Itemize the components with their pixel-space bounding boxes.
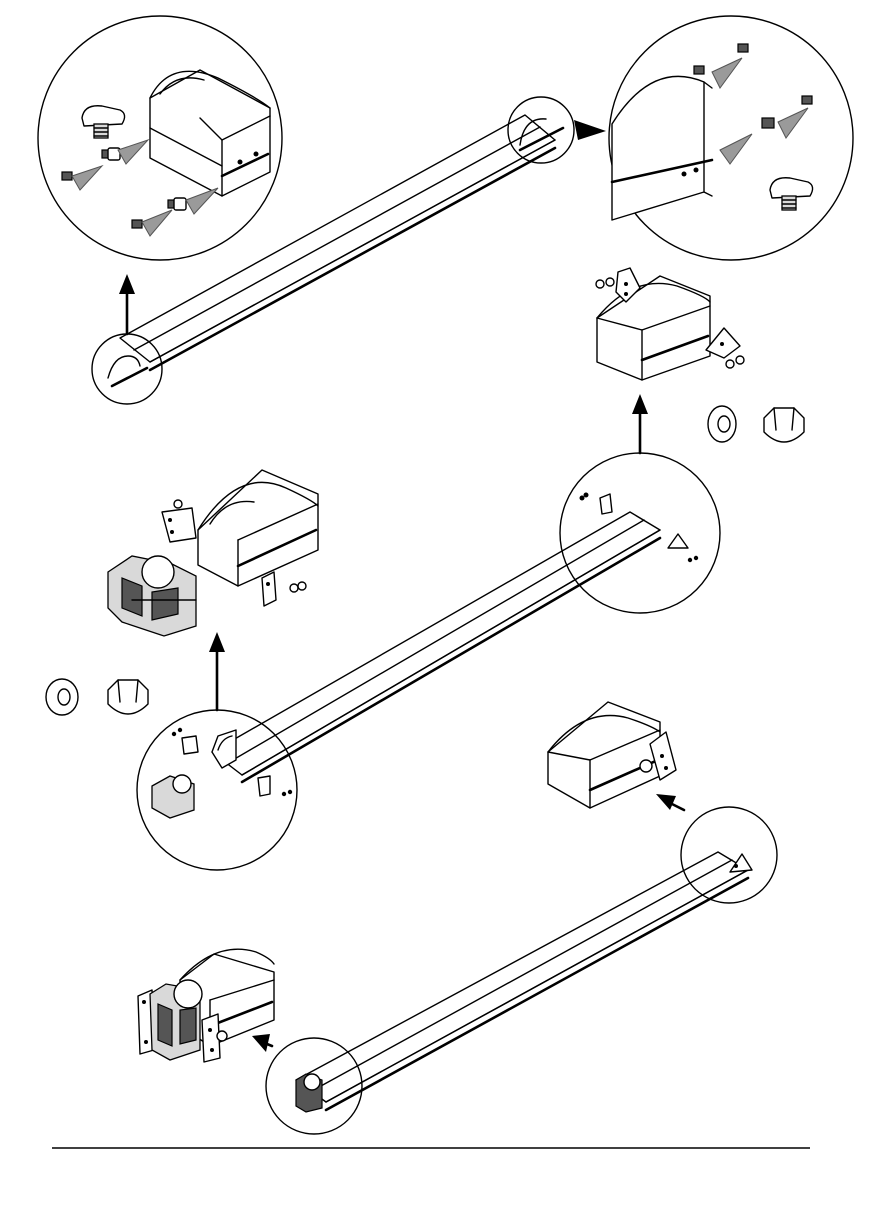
step-3-arrow-upper xyxy=(656,794,684,810)
rail-end-with-brackets-top xyxy=(596,268,744,380)
washer-icon xyxy=(708,406,736,442)
step-3-rail xyxy=(296,852,748,1110)
zoom-circle-rail-end-left xyxy=(38,16,282,260)
cap-nut-icon-left xyxy=(108,680,148,714)
zoom-circle-rail-end-right xyxy=(609,16,853,260)
rail-end-with-clamp-block-bottom xyxy=(138,949,274,1062)
step-2-up-arrow-left xyxy=(209,632,225,710)
washer-icon-left xyxy=(46,679,78,715)
step-2-up-arrow-right xyxy=(632,394,648,453)
cap-nut-icon xyxy=(764,408,804,442)
rail-end-with-bracket-right xyxy=(548,702,676,808)
step-3-arrow-lower xyxy=(252,1034,272,1052)
step-1-up-arrow-left xyxy=(119,274,135,334)
rail-end-with-clamp-block xyxy=(108,470,318,636)
step-1-right-arrow xyxy=(574,120,606,140)
